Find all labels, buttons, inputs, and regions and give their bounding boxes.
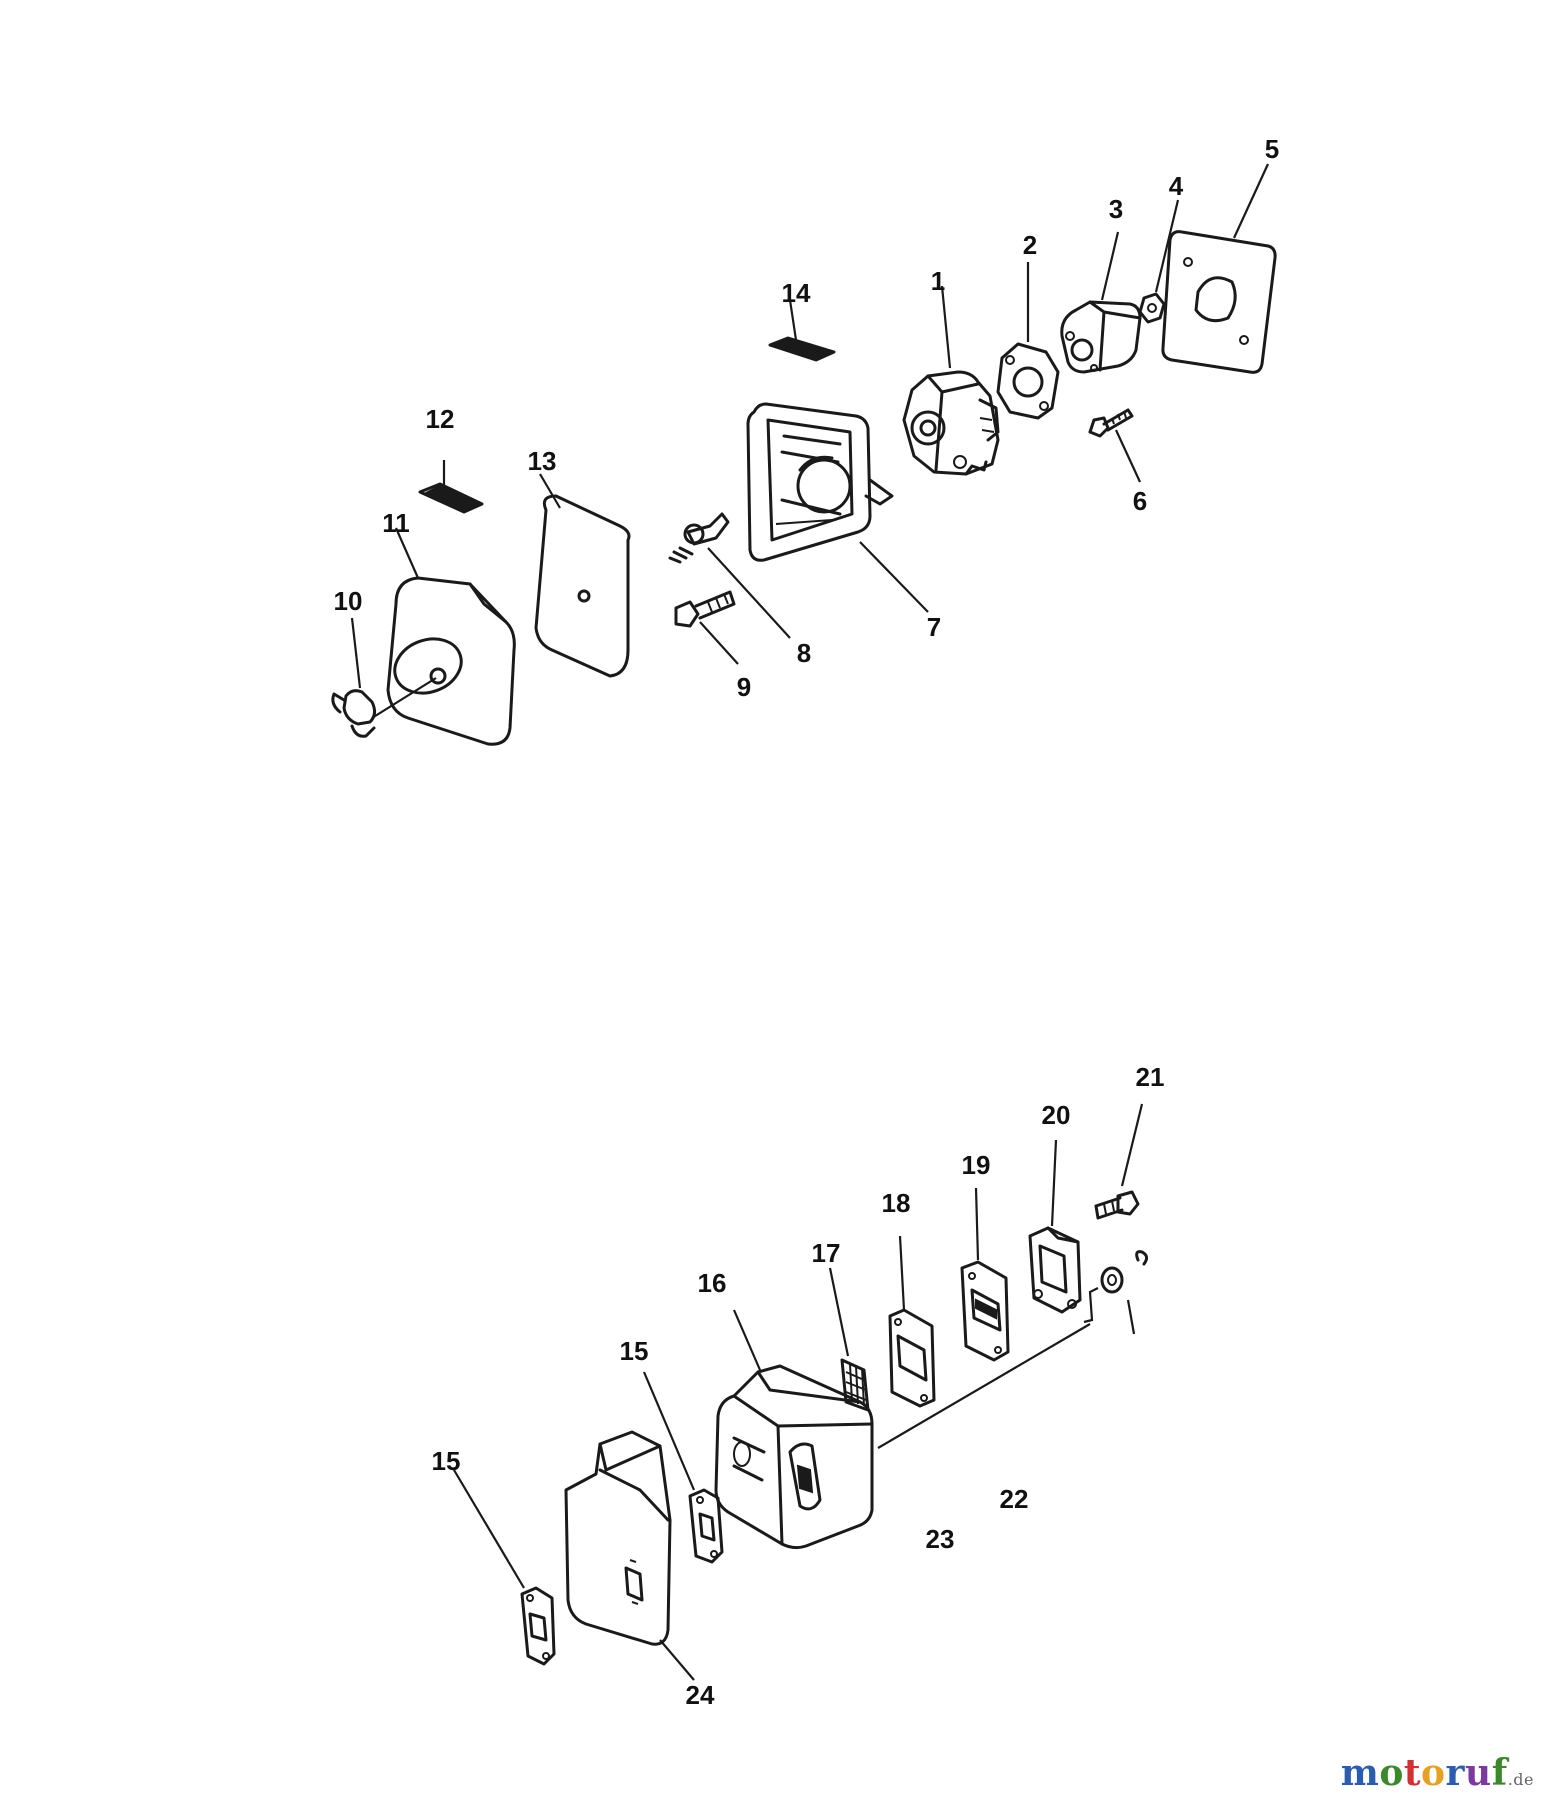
callout-13: 13 [528,446,557,476]
callout-9: 9 [737,672,751,702]
part-5-insulator-plate [1161,230,1277,374]
callout-6: 6 [1133,486,1147,516]
part-3-adaptor [1060,300,1142,374]
part-8-choke-lever [668,512,730,564]
callout-22: 22 [1000,1484,1029,1514]
watermark-letter: o [1421,1752,1446,1794]
callout-10: 10 [334,586,363,616]
watermark-letter: o [1379,1752,1404,1794]
callout-15-right: 15 [620,1336,649,1366]
part-12-pad [418,482,484,514]
callout-18: 18 [882,1188,911,1218]
motoruf-watermark-logo: motoruf.de [1341,1752,1534,1794]
callout-4: 4 [1169,171,1184,201]
lower-assembly: 15 15 16 17 18 19 20 21 22 23 24 [432,1062,1165,1710]
callout-1: 1 [931,266,945,296]
callout-20: 20 [1042,1100,1071,1130]
callout-17: 17 [812,1238,841,1268]
callout-12: 12 [426,404,455,434]
part-1-carburetor [902,370,1000,476]
part-7-filter-base [746,402,894,562]
callout-15-left: 15 [432,1446,461,1476]
callout-14: 14 [782,278,811,308]
callout-5: 5 [1265,134,1279,164]
part-2-gasket [996,342,1060,420]
part-24-muffler-cover [564,1430,672,1646]
part-22-23-washer-clip [1083,1250,1149,1335]
callout-21: 21 [1136,1062,1165,1092]
part-4-nut [1138,292,1166,324]
watermark-letter: r [1445,1752,1466,1794]
part-15-gasket-left [520,1586,556,1666]
part-15-gasket-right [688,1488,724,1564]
watermark-letter: u [1465,1752,1492,1794]
callout-16: 16 [698,1268,727,1298]
callout-3: 3 [1109,194,1123,224]
part-18-gasket [888,1308,936,1408]
callout-11: 11 [382,508,410,538]
upper-leader-lines [350,163,1269,719]
watermark-letter: m [1340,1752,1380,1794]
watermark-letter: t [1403,1752,1422,1794]
part-11-filter-cover [386,576,516,746]
callout-7: 7 [927,612,941,642]
upper-assembly: 1 2 3 4 5 6 7 8 9 10 11 12 13 14 [331,134,1279,746]
lower-leader-lines [453,1103,1144,1681]
part-6-bolt [1088,408,1134,438]
part-20-cover-plate [1028,1226,1082,1314]
callout-8: 8 [797,638,811,668]
callout-23: 23 [926,1524,955,1554]
watermark-letter: f [1491,1752,1508,1794]
callout-24: 24 [686,1680,715,1710]
callout-2: 2 [1023,230,1037,260]
part-10-wing-nut [331,689,377,738]
part-14-pad [768,336,836,362]
part-13-filter-element [534,494,631,678]
part-16-muffler [714,1364,874,1550]
part-9-bolt [674,590,736,628]
part-17-screen [840,1358,870,1412]
part-19-gasket [960,1260,1010,1362]
part-21-bolt [1094,1190,1140,1220]
callout-19: 19 [962,1150,991,1180]
watermark-suffix: .de [1507,1770,1534,1789]
